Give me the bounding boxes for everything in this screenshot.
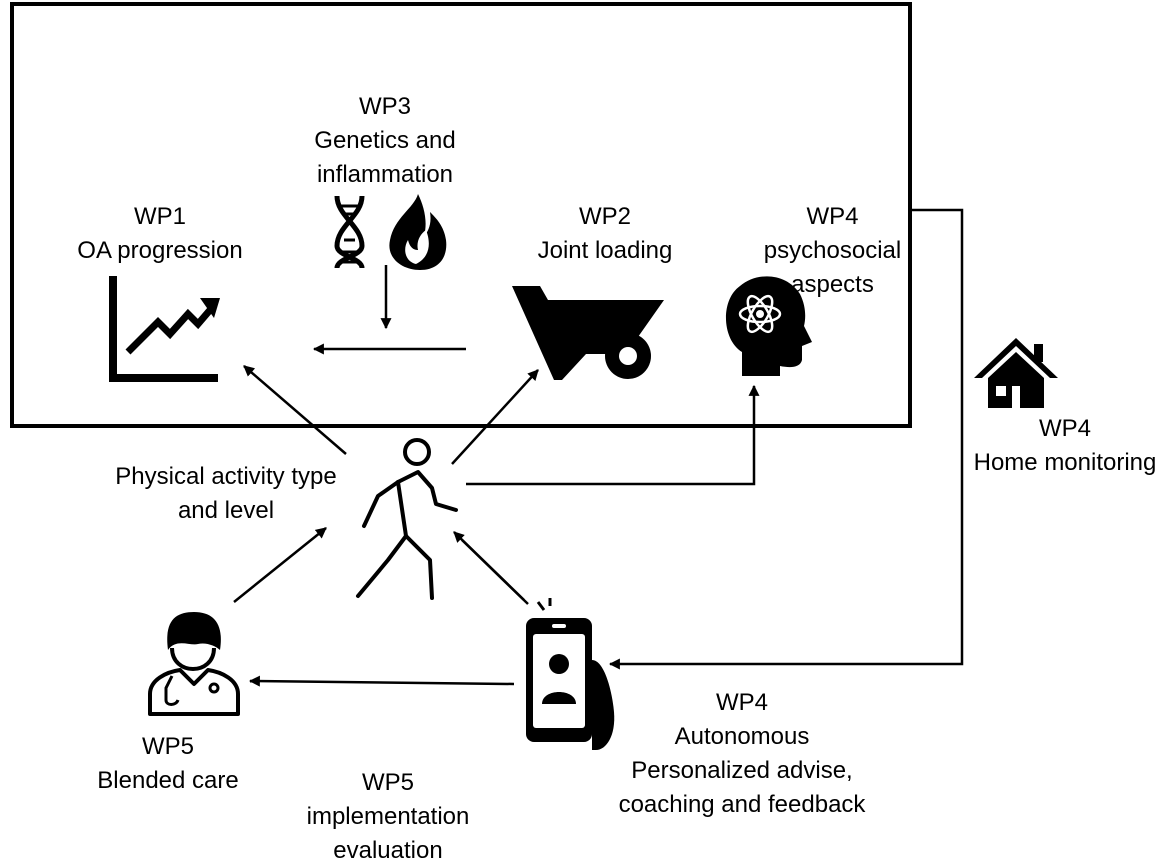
wp4-psychosocial-label: WP4 psychosocial aspects [740,200,925,302]
wp5-implementation-line2: evaluation [333,837,443,864]
wp2-label: WP2 Joint loading [500,200,710,268]
wp5-care-title: Blended care [97,767,239,794]
arrow-activity-to-psychosocial [466,384,760,486]
walking-person-icon [356,438,458,600]
wp3-label: WP3 Genetics and inflammation [285,90,485,192]
arrow-care-to-activity [233,527,327,603]
activity-line1: Physical activity type [115,463,337,490]
wp3-code: WP3 [358,93,411,120]
flame-icon [389,194,447,270]
smartphone-hand-icon [526,598,615,750]
wp4-autonomous-line1: Autonomous [674,723,810,750]
dna-icon [334,195,365,269]
wp1-label: WP1 OA progression [50,200,270,268]
arrow-activity-to-progression [243,365,347,455]
wp1-title: OA progression [77,237,243,264]
wp4-home-code: WP4 [1038,415,1091,442]
wp4-psychosocial-line1: psychosocial [763,237,902,264]
wp4-autonomous-label: WP4 Autonomous Personalized advise, coac… [596,686,888,822]
activity-line2: and level [177,497,275,524]
wp5-care-label: WP5 Blended care [68,730,268,798]
doctor-icon [148,612,240,716]
arrow-activity-to-phone [461,539,529,605]
wp4-autonomous-line2: Personalized advise, [631,757,853,784]
head-atom-icon [725,276,812,376]
arrow-psychosocial-to-phone [608,208,964,670]
wp4-autonomous-line3: coaching and feedback [618,791,866,818]
house-icon [974,338,1058,408]
wp5-implementation-line1: implementation [306,803,470,830]
rising-chart-icon [109,276,220,382]
wp5-implementation-code: WP5 [361,769,414,796]
wp3-line1: Genetics and [314,127,456,154]
wp5-care-code: WP5 [141,733,194,760]
wp3-line2: inflammation [316,161,454,188]
connectors [233,208,964,687]
wp4-psychosocial-code: WP4 [806,203,859,230]
wp4-autonomous-code: WP4 [715,689,768,716]
wp4-home-label: WP4 Home monitoring [960,412,1170,480]
wp5-implementation-label: WP5 implementation evaluation [278,766,498,868]
wp4-home-title: Home monitoring [973,449,1157,476]
arrow-activity-to-loading [451,369,539,465]
wp1-code: WP1 [133,203,186,230]
wp2-title: Joint loading [537,237,673,264]
wheelbarrow-icon [512,286,664,380]
activity-label: Physical activity type and level [96,460,356,528]
study-frame [10,2,912,428]
wp2-code: WP2 [578,203,631,230]
arrow-phone-to-care [248,675,515,687]
wp4-psychosocial-line2: aspects [791,271,874,298]
